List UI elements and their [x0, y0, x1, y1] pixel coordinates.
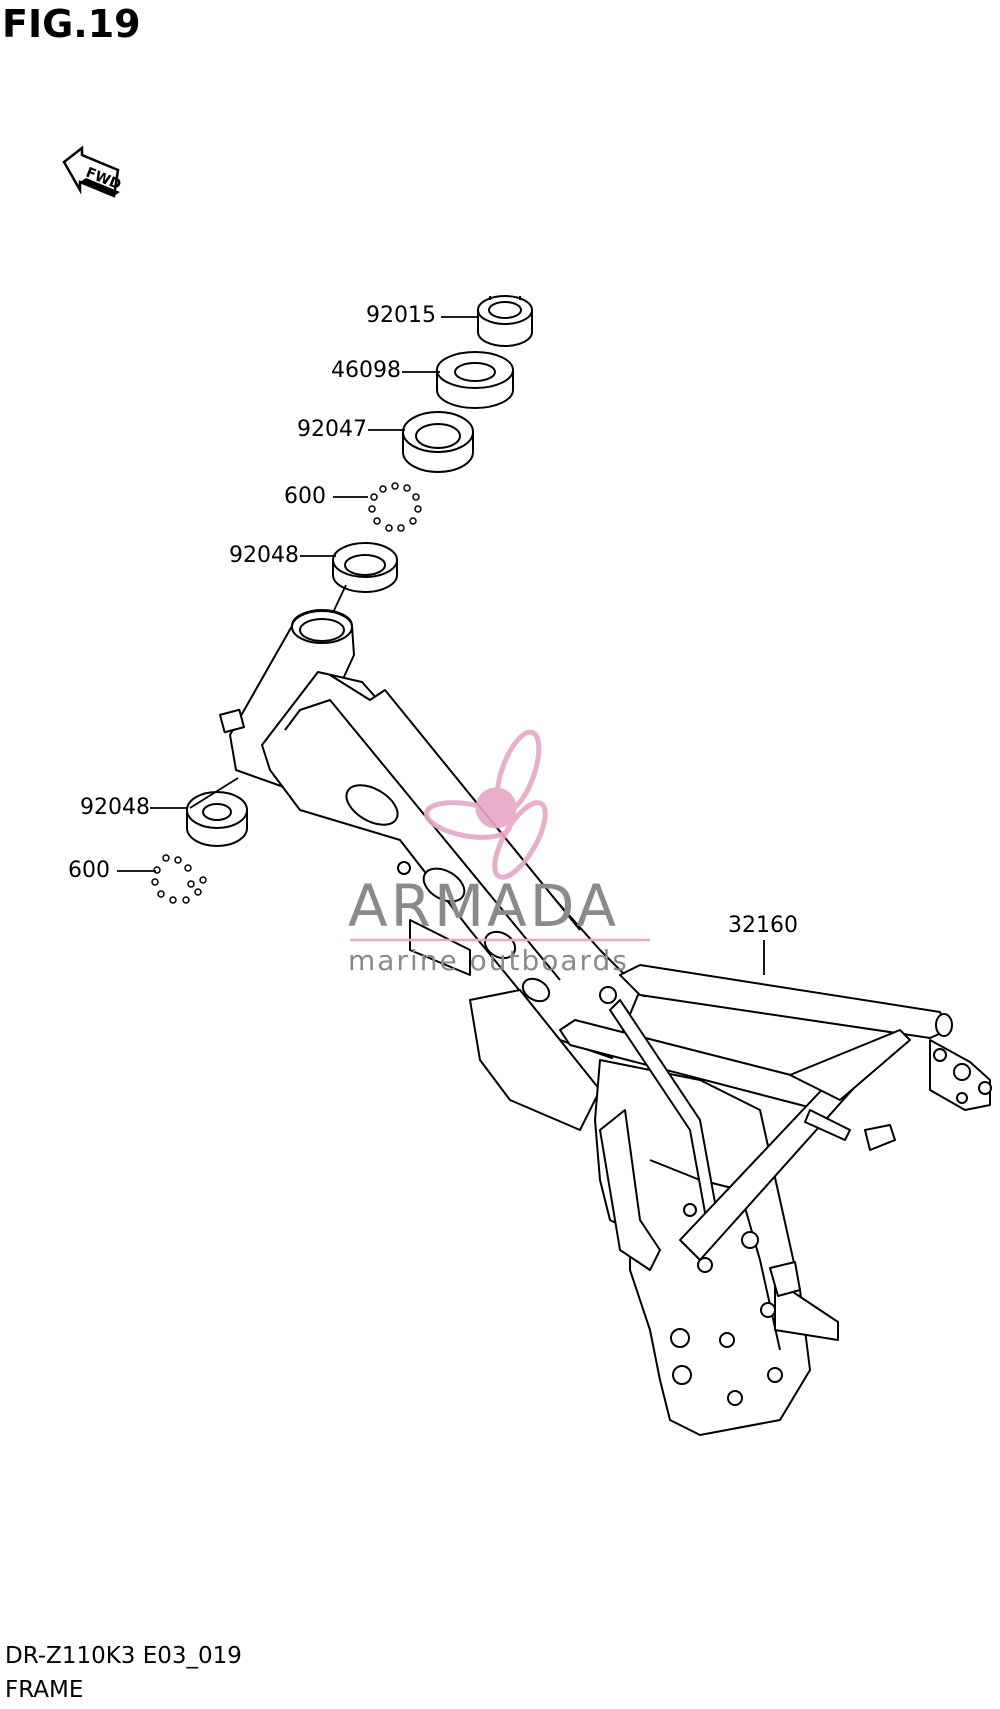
part-92047-race: [402, 411, 474, 473]
figure-title: FIG.19: [2, 2, 141, 46]
part-46098-seal: [436, 351, 514, 409]
part-label-92048-upper[interactable]: 92048: [229, 543, 299, 568]
part-label-92047[interactable]: 92047: [297, 417, 367, 442]
part-92015-nut: [477, 295, 533, 347]
section-name: FRAME: [5, 1677, 84, 1703]
part-label-46098[interactable]: 46098: [331, 358, 401, 383]
part-label-92048-lower[interactable]: 92048: [80, 795, 150, 820]
watermark-brand: ARMADA: [348, 872, 620, 940]
armada-logo-icon: [424, 729, 548, 880]
part-92048-lower-race: [186, 791, 248, 847]
part-label-92015[interactable]: 92015: [366, 303, 436, 328]
part-label-32160[interactable]: 32160: [728, 913, 798, 938]
fwd-arrow-icon: FWD: [62, 145, 123, 198]
part-600-upper-balls: [368, 482, 422, 532]
part-600-lower-balls: [151, 854, 207, 904]
watermark-tagline: marine outboards: [348, 944, 629, 977]
model-code: DR-Z110K3 E03_019: [5, 1643, 242, 1669]
part-label-600-upper[interactable]: 600: [284, 484, 326, 509]
part-92048-upper-race: [332, 542, 398, 593]
frame-body: [219, 609, 992, 1436]
part-label-600-lower[interactable]: 600: [68, 858, 110, 883]
